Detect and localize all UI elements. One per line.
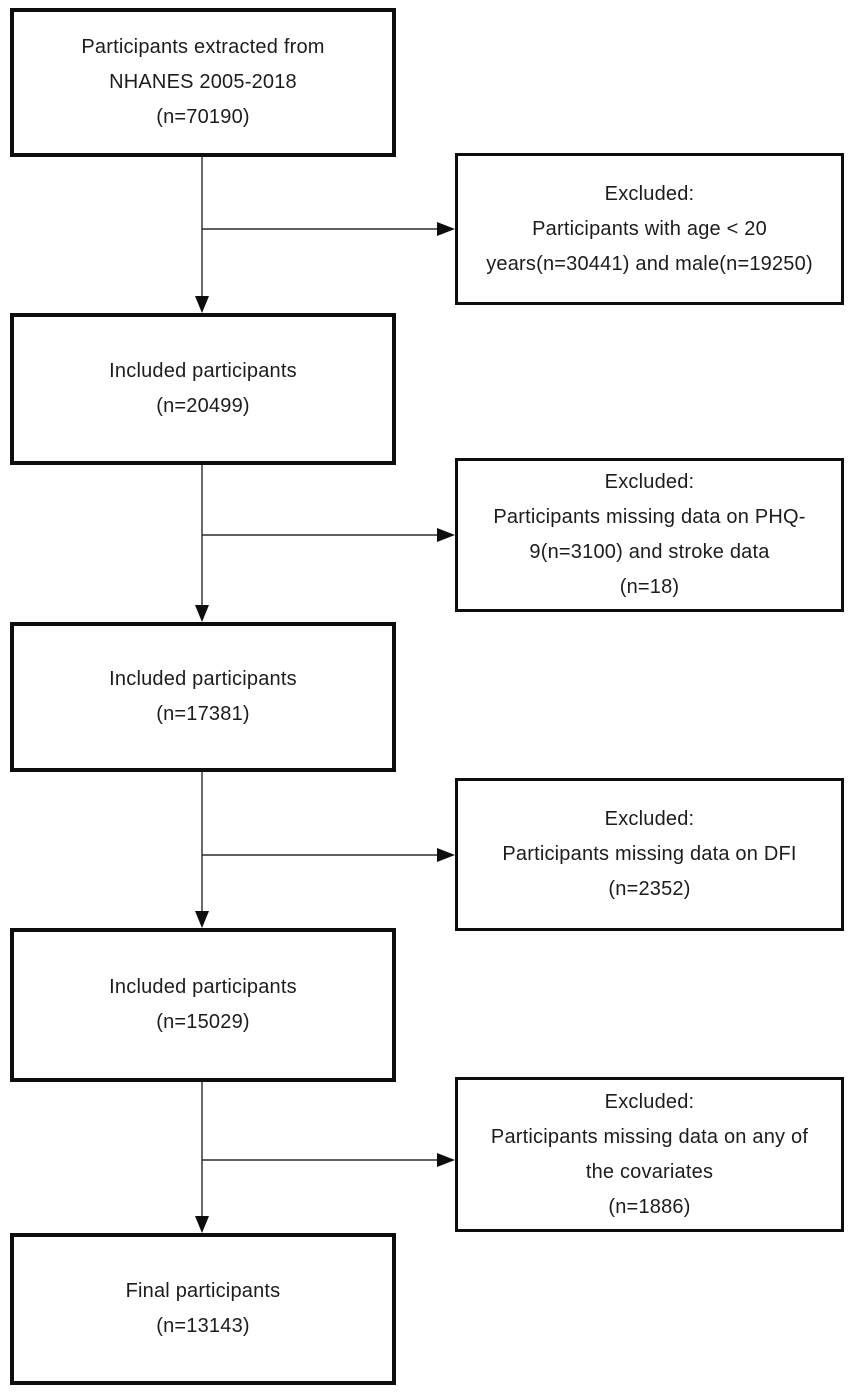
box-excluded-covariates-text: Excluded: Participants missing data on a…: [490, 1090, 809, 1218]
connector-source-to-included1: [195, 157, 455, 313]
box-included-15029: Included participants (n=15029): [10, 928, 396, 1082]
down-arrow-head: [195, 296, 209, 313]
right-arrow-head: [437, 528, 455, 542]
connector-included1-to-included2: [195, 465, 455, 622]
down-arrow-head: [195, 605, 209, 622]
box-included-20499-text: Included participants (n=20499): [109, 360, 297, 417]
box-final-participants: Final participants (n=13143): [10, 1233, 396, 1385]
box-included-17381: Included participants (n=17381): [10, 622, 396, 772]
down-arrow-head: [195, 911, 209, 928]
box-excluded-age-male-text: Excluded: Participants with age < 20 yea…: [486, 182, 813, 275]
box-excluded-phq9-stroke-text: Excluded: Participants missing data on P…: [493, 471, 806, 598]
down-arrow-head: [195, 1216, 209, 1233]
box-included-20499: Included participants (n=20499): [10, 313, 396, 465]
connector-included3-to-final: [195, 1082, 455, 1233]
right-arrow-head: [437, 848, 455, 862]
connector-included2-to-included3: [195, 772, 455, 928]
box-excluded-dfi: Excluded: Participants missing data on D…: [455, 778, 844, 931]
box-excluded-covariates: Excluded: Participants missing data on a…: [455, 1077, 844, 1232]
box-included-15029-text: Included participants (n=15029): [109, 976, 297, 1033]
box-excluded-age-male: Excluded: Participants with age < 20 yea…: [455, 153, 844, 305]
right-arrow-head: [437, 1153, 455, 1167]
box-participants-extracted: Participants extracted from NHANES 2005-…: [10, 8, 396, 157]
box-participants-extracted-text: Participants extracted from NHANES 2005-…: [81, 36, 325, 128]
box-excluded-phq9-stroke: Excluded: Participants missing data on P…: [455, 458, 844, 612]
box-excluded-dfi-text: Excluded: Participants missing data on D…: [502, 808, 797, 900]
box-included-17381-text: Included participants (n=17381): [109, 668, 297, 725]
box-final-participants-text: Final participants (n=13143): [125, 1280, 281, 1337]
right-arrow-head: [437, 222, 455, 236]
